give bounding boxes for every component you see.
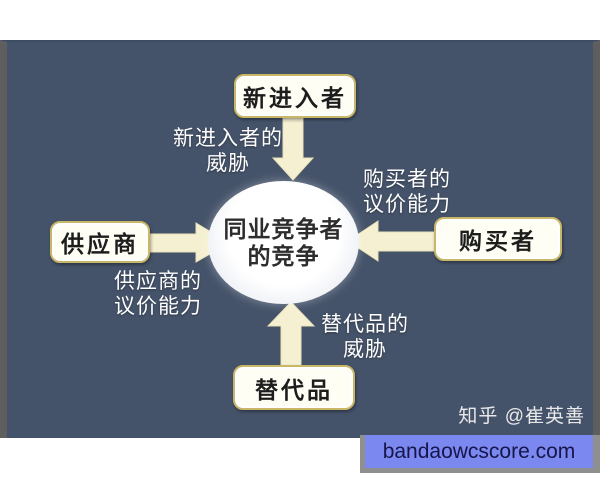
node-new-entrants: 新进入者 — [234, 74, 356, 118]
label-line: 购买者的 — [363, 168, 451, 191]
center-node-rivalry: 同业竞争者 的竞争 — [208, 181, 359, 304]
node-substitutes: 替代品 — [233, 365, 355, 410]
label-line: 供应商的 — [114, 270, 202, 293]
center-node-line2: 的竞争 — [247, 242, 320, 269]
label-line: 威胁 — [343, 338, 387, 361]
node-buyers-label: 购买者 — [459, 228, 537, 254]
node-suppliers-label: 供应商 — [61, 231, 139, 257]
label-line: 威胁 — [206, 152, 250, 175]
watermark-zhihu-author: 知乎 @崔英善 — [458, 406, 585, 427]
label-line: 议价能力 — [114, 295, 202, 318]
label-line: 新进入者的 — [173, 127, 283, 150]
label-threat-of-new-entrants: 新进入者的 威胁 — [158, 126, 298, 176]
label-line: 议价能力 — [363, 193, 451, 216]
label-bargaining-power-of-buyers: 购买者的 议价能力 — [346, 167, 468, 217]
bottom-banner: bandaowcscore.com — [360, 435, 600, 473]
label-bargaining-power-of-suppliers: 供应商的 议价能力 — [97, 269, 219, 319]
label-line: 替代品的 — [321, 313, 409, 336]
center-node-line1: 同业竞争者 — [223, 215, 344, 242]
node-new-entrants-label: 新进入者 — [243, 85, 347, 111]
node-buyers: 购买者 — [434, 217, 562, 261]
node-suppliers: 供应商 — [50, 221, 150, 263]
node-substitutes-label: 替代品 — [255, 376, 333, 403]
label-threat-of-substitutes: 替代品的 威胁 — [305, 312, 425, 362]
bottom-banner-url: bandaowcscore.com — [365, 435, 593, 468]
